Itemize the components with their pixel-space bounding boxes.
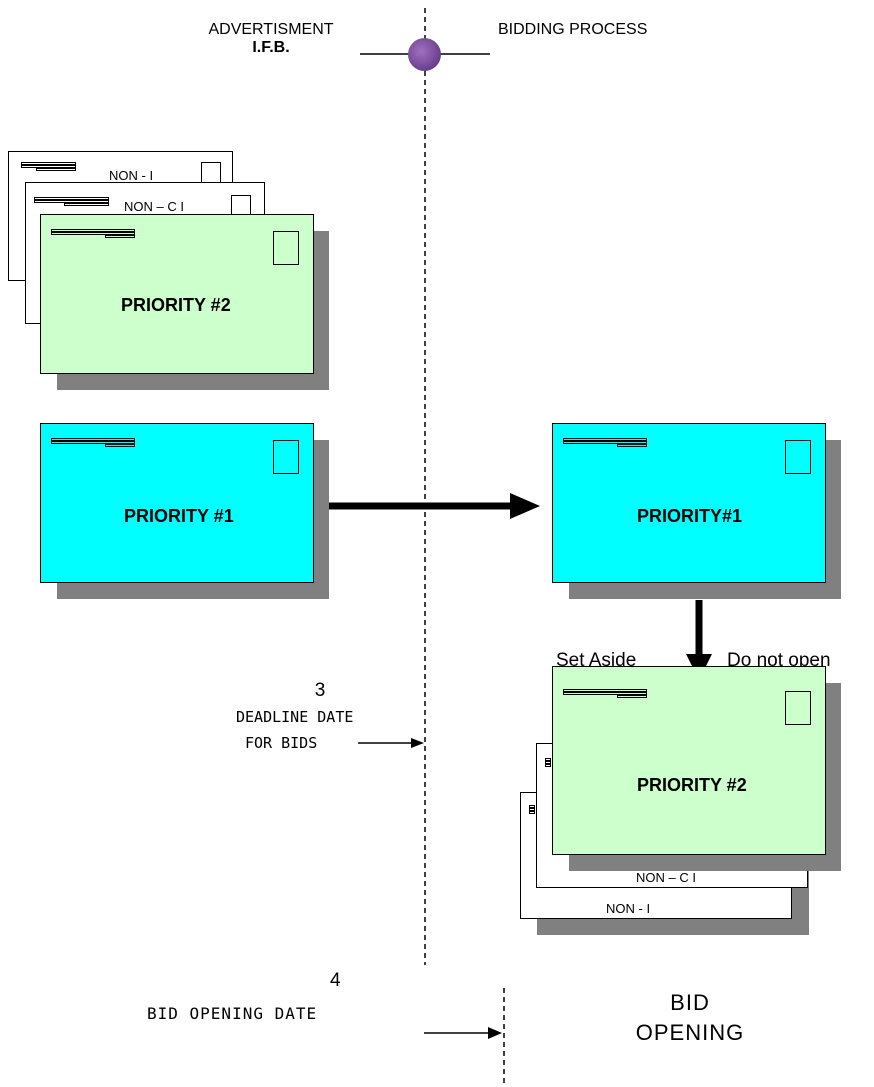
right-priority2-envelope: PRIORITY #2 bbox=[552, 666, 826, 855]
right-priority2-label: PRIORITY #2 bbox=[637, 775, 747, 795]
bid-opening-label: BID OPENING bbox=[620, 988, 760, 1048]
advertisment-label: ADVERTISMENT I.F.B. bbox=[160, 21, 382, 57]
ifb-text: I.F.B. bbox=[252, 39, 290, 56]
deadline-line1: DEADLINE DATE bbox=[236, 708, 354, 726]
opening-arrow-head bbox=[488, 1027, 502, 1039]
bid-opening-line1: BID bbox=[670, 990, 710, 1015]
opening-number: 4 bbox=[330, 970, 341, 991]
bid-opening-line2: OPENING bbox=[635, 1020, 745, 1045]
deadline-number: 3 bbox=[314, 680, 326, 701]
left-priority1-label: PRIORITY #1 bbox=[124, 506, 234, 526]
set-aside-label: Set Aside bbox=[556, 650, 637, 671]
advertisment-text: ADVERTISMENT bbox=[208, 21, 334, 38]
forward-arrow-head bbox=[510, 493, 540, 519]
stamp-icon bbox=[273, 440, 299, 474]
deadline-line2: FOR BIDS bbox=[245, 734, 318, 752]
right-non-ci-label: NON – C I bbox=[636, 870, 696, 885]
right-priority1-envelope: PRIORITY#1 bbox=[552, 423, 826, 583]
deadline-label: 3 DEADLINE DATE FOR BIDS bbox=[210, 678, 430, 756]
left-priority1-envelope: PRIORITY #1 bbox=[40, 423, 314, 583]
stamp-icon bbox=[785, 691, 811, 725]
left-priority2-envelope: PRIORITY #2 bbox=[40, 214, 314, 374]
right-priority1-label: PRIORITY#1 bbox=[637, 506, 743, 526]
bidding-process-label: BIDDING PROCESS bbox=[498, 21, 648, 38]
left-non-ci-label: NON – C I bbox=[124, 199, 184, 214]
opening-date-label: BID OPENING DATE bbox=[147, 1004, 318, 1023]
timeline-marker-dot bbox=[408, 38, 441, 71]
do-not-open-label: Do not open bbox=[727, 650, 831, 671]
left-priority2-label: PRIORITY #2 bbox=[121, 295, 231, 315]
stamp-icon bbox=[785, 440, 811, 474]
deadline-arrow-head bbox=[411, 738, 424, 748]
left-non-i-label: NON - I bbox=[109, 168, 154, 183]
stamp-icon bbox=[273, 231, 299, 265]
right-non-i-label: NON - I bbox=[606, 901, 651, 916]
